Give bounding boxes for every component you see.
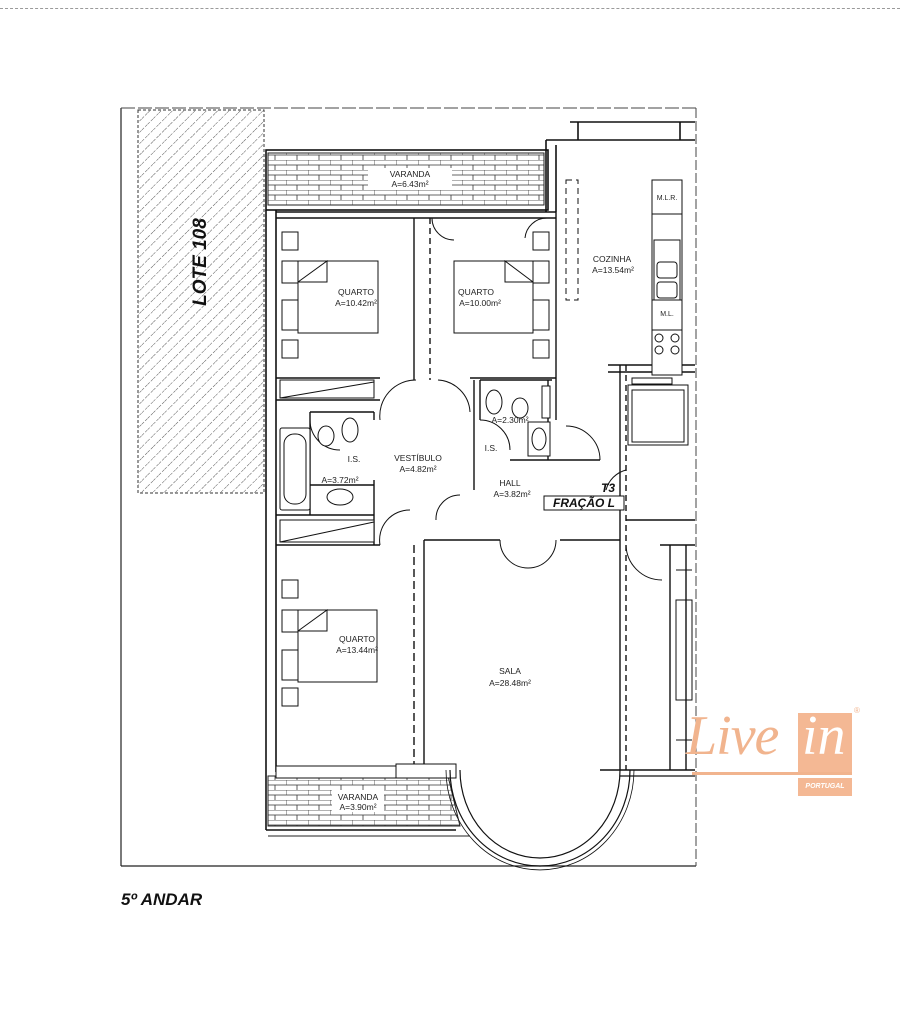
quarto-1-name: QUARTO: [338, 287, 374, 297]
right-column-details: [675, 569, 693, 741]
quarto-1-area: A=10.42m²: [335, 298, 377, 308]
ml-label: M.L.: [660, 311, 674, 318]
cozinha-name: COZINHA: [593, 254, 632, 264]
livein-portugal-logo: Live in PORTUGAL ®: [686, 702, 866, 802]
quarto-2-name: QUARTO: [458, 287, 494, 297]
logo-text-in: in: [802, 705, 846, 767]
kitchen-fixtures: [565, 179, 689, 446]
is-2-area: A=2.30m²: [491, 415, 528, 425]
mlr-label: M.L.R.: [657, 195, 678, 202]
vestibulo-name: VESTÍBULO: [394, 453, 442, 463]
sheet-frame: [120, 107, 697, 867]
hall-area: A=3.82m²: [493, 489, 530, 499]
floor-label: 5º ANDAR: [121, 890, 203, 909]
logo-underline: [692, 772, 852, 775]
top-dashed-rule: [0, 8, 900, 10]
is-1-area: A=3.72m²: [321, 475, 358, 485]
unit-typology: T3: [601, 481, 615, 495]
wardrobes: [279, 379, 375, 543]
sala-area: A=28.48m²: [489, 678, 531, 688]
varanda-bottom: VARANDA A=3.90m²: [267, 763, 470, 837]
sala-name: SALA: [499, 666, 521, 676]
logo-text-live: Live: [686, 705, 779, 767]
unit-fraction-tag: T3 FRAÇÃO L: [543, 481, 625, 511]
vestibulo-area: A=4.82m²: [399, 464, 436, 474]
varanda-bottom-name: VARANDA: [338, 792, 379, 802]
varanda-top-area: A=6.43m²: [391, 179, 428, 189]
room-labels: QUARTO A=10.42m² QUARTO A=10.00m² COZINH…: [321, 254, 634, 688]
unit-fraction: FRAÇÃO L: [553, 495, 615, 510]
lote-108-area: LOTE 108: [137, 109, 265, 494]
registered-mark-icon: ®: [854, 706, 860, 715]
logo-box: [798, 713, 852, 773]
beds: [281, 231, 550, 707]
lote-label: LOTE 108: [190, 218, 211, 306]
is-1-name: I.S.: [348, 454, 361, 464]
bay-window: [445, 769, 695, 871]
hall-name: HALL: [499, 478, 521, 488]
varanda-bottom-area: A=3.90m²: [339, 802, 376, 812]
varanda-top: VARANDA A=6.43m²: [267, 152, 545, 206]
cozinha-area: A=13.54m²: [592, 265, 634, 275]
quarto-3-name: QUARTO: [339, 634, 375, 644]
bathroom-fixtures: [279, 385, 551, 511]
varanda-top-name: VARANDA: [390, 169, 431, 179]
outer-walls: [265, 121, 695, 831]
logo-subtitle: PORTUGAL: [798, 778, 852, 796]
is-2-name: I.S.: [485, 443, 498, 453]
quarto-3-area: A=13.44m²: [336, 645, 378, 655]
quarto-2-area: A=10.00m²: [459, 298, 501, 308]
